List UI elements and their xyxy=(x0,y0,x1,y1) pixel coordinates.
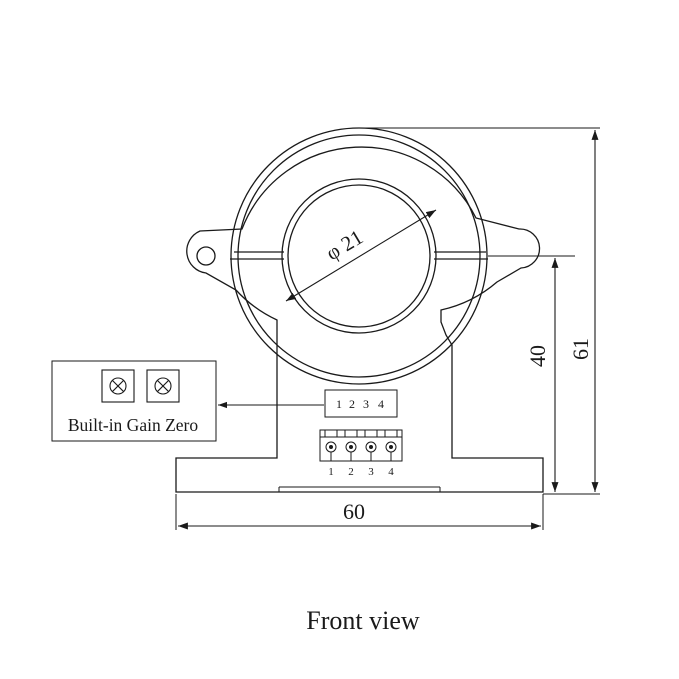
inset-label: Built-in Gain Zero xyxy=(68,415,199,435)
potentiometer-icon xyxy=(146,369,180,403)
terminal-top-4: 4 xyxy=(378,397,384,411)
terminal-bottom-2: 2 xyxy=(348,466,354,478)
sensor-body-outline xyxy=(175,146,544,493)
terminal-pin-3 xyxy=(364,429,378,461)
terminal-pin-1 xyxy=(324,429,338,461)
terminal-connector xyxy=(319,429,403,462)
terminal-pin-4 xyxy=(384,429,398,461)
terminal-bottom-1: 1 xyxy=(328,466,334,478)
terminal-bottom-4: 4 xyxy=(388,466,394,478)
terminal-pin-2 xyxy=(344,429,358,461)
aperture-outer xyxy=(281,178,437,334)
potentiometer-icon xyxy=(101,369,135,403)
view-caption: Front view xyxy=(306,606,420,635)
outer-ring-inner-edge xyxy=(237,134,481,378)
terminal-label-box xyxy=(324,389,398,418)
terminal-top-2: 2 xyxy=(349,397,355,411)
terminal-bottom-3: 3 xyxy=(368,466,374,478)
terminal-top-1: 1 xyxy=(336,397,342,411)
diameter-label: φ 21 xyxy=(322,225,367,265)
inset-box xyxy=(51,360,217,442)
terminal-label-bottom-group: 1 2 3 4 xyxy=(328,466,394,478)
mounting-hole xyxy=(196,246,216,266)
center-height-label: 40 xyxy=(525,345,550,367)
aperture-inner xyxy=(287,184,431,328)
terminal-label-top-group: 1 2 3 4 xyxy=(336,397,384,411)
diameter-dimension xyxy=(285,209,437,302)
terminal-top-3: 3 xyxy=(363,397,369,411)
total-height-label: 61 xyxy=(568,338,593,360)
width-label: 60 xyxy=(343,499,365,524)
gain-zero-inset: Built-in Gain Zero xyxy=(51,360,217,442)
outer-ring xyxy=(230,127,488,385)
